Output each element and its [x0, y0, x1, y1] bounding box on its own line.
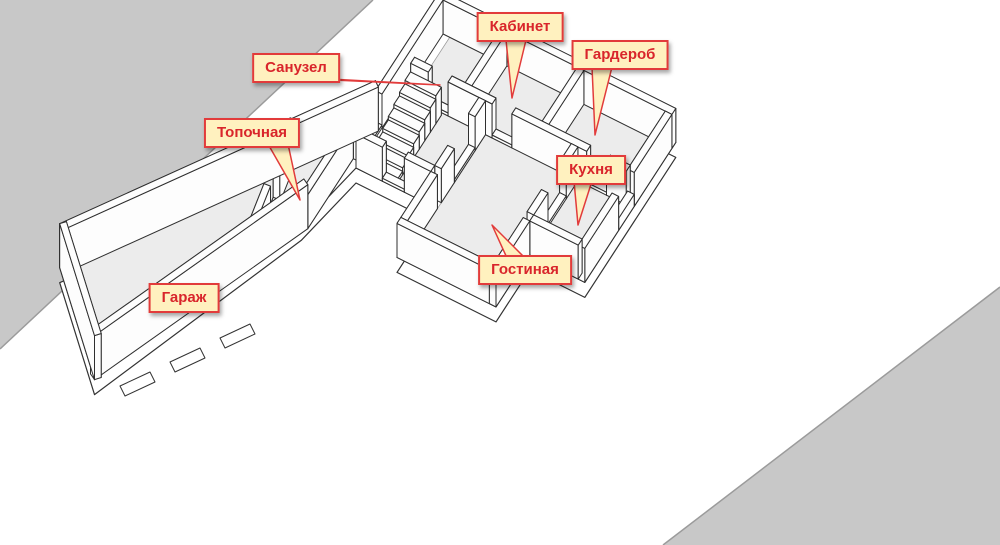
house-model: [59, 0, 677, 397]
room-label-garage[interactable]: Гараж: [148, 283, 220, 313]
room-label-wardrobe[interactable]: Гардероб: [571, 40, 669, 70]
room-label-bathroom[interactable]: Санузел: [252, 53, 340, 83]
callout-tails: [267, 39, 613, 259]
room-label-study[interactable]: Кабинет: [476, 12, 564, 42]
room-label-living-room[interactable]: Гостиная: [478, 255, 572, 285]
room-label-boiler-room[interactable]: Топочная: [203, 118, 301, 148]
room-label-kitchen[interactable]: Кухня: [556, 155, 626, 185]
